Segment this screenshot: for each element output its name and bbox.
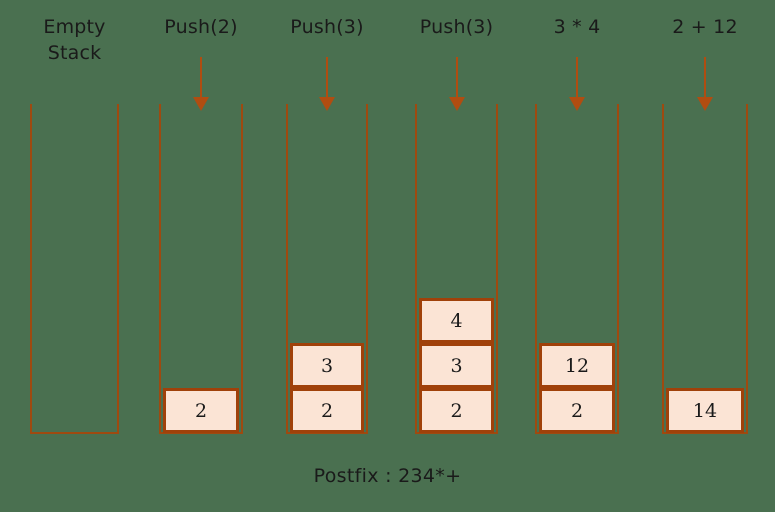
- stack-rail-bottom-1: [30, 432, 119, 434]
- arrow-head-6: [697, 97, 713, 111]
- stack-rail-bottom-2: [159, 432, 243, 434]
- stack-rail-right-5: [617, 104, 619, 434]
- stack-cell: 14: [666, 388, 744, 433]
- stack-rail-left-4: [415, 104, 417, 434]
- stack-cells-4: 4 3 2: [419, 298, 494, 433]
- arrow-shaft-3: [326, 57, 328, 99]
- column-header-3: Push(3): [290, 16, 364, 38]
- arrow-head-2: [193, 97, 209, 111]
- arrow-shaft-4: [455, 57, 458, 99]
- stack-rail-bottom-6: [662, 432, 748, 434]
- column-header-4: Push(3): [419, 16, 494, 38]
- stack-column-2: Push(2) 2: [159, 0, 243, 512]
- stack-rail-left-1: [30, 104, 32, 434]
- stack-cell: 4: [419, 298, 494, 343]
- stack-rail-right-3: [366, 104, 368, 434]
- stack-cell: 12: [539, 343, 615, 388]
- stack-cell: 2: [419, 388, 494, 433]
- stack-cells-5: 12 2: [539, 343, 615, 433]
- down-arrow-icon-6: [697, 57, 713, 111]
- stack-cells-2: 2: [163, 388, 239, 433]
- stack-rail-bottom-4: [415, 432, 498, 434]
- stack-rail-right-2: [241, 104, 243, 434]
- column-header-5: 3 * 4: [553, 16, 601, 38]
- stack-column-4: Push(3) 4 3 2: [415, 0, 498, 512]
- arrow-head-3: [319, 97, 335, 111]
- postfix-caption: Postfix : 234*+: [313, 465, 462, 487]
- arrow-shaft-6: [704, 57, 706, 99]
- arrow-shaft-2: [200, 57, 202, 99]
- column-header-2: Push(2): [164, 16, 238, 38]
- stack-cell: 2: [290, 388, 364, 433]
- stack-column-5: 3 * 4 12 2: [535, 0, 619, 512]
- stack-rail-right-6: [746, 104, 748, 434]
- arrow-shaft-5: [576, 57, 578, 99]
- stack-rail-left-5: [535, 104, 537, 434]
- stack-cells-3: 3 2: [290, 343, 364, 433]
- stack-cell: 3: [419, 343, 494, 388]
- stack-column-6: 2 + 12 14: [662, 0, 748, 512]
- stack-rail-left-2: [159, 104, 161, 434]
- arrow-head-5: [569, 97, 585, 111]
- stack-rail-left-3: [286, 104, 288, 434]
- stack-rail-left-6: [662, 104, 664, 434]
- down-arrow-icon-2: [193, 57, 209, 111]
- stack-cell: 2: [539, 388, 615, 433]
- stack-rail-bottom-5: [535, 432, 619, 434]
- stack-rail-right-1: [117, 104, 119, 434]
- down-arrow-icon-5: [569, 57, 585, 111]
- down-arrow-icon-3: [319, 57, 335, 111]
- stack-rail-bottom-3: [286, 432, 368, 434]
- stack-cell: 2: [163, 388, 239, 433]
- stack-column-3: Push(3) 3 2: [286, 0, 368, 512]
- down-arrow-icon-4: [448, 57, 465, 111]
- stack-column-1: Empty Stack: [30, 0, 119, 512]
- stack-cells-6: 14: [666, 388, 744, 433]
- column-header-6: 2 + 12: [672, 16, 738, 38]
- arrow-head-4: [448, 97, 465, 111]
- stack-cell: 3: [290, 343, 364, 388]
- stack-rail-right-4: [496, 104, 498, 434]
- column-header-1: Empty Stack: [43, 16, 106, 64]
